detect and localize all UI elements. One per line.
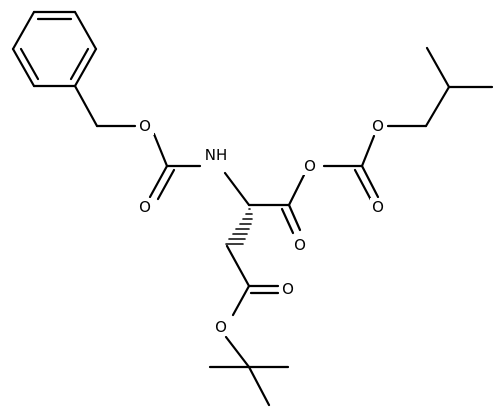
ring-bond	[11, 10, 36, 51]
svg-text:O: O	[294, 236, 306, 254]
bond	[360, 134, 376, 168]
bond	[425, 46, 451, 89]
bond	[287, 173, 306, 207]
atom-o-anhydride-bridge: O	[302, 157, 319, 175]
svg-text:O: O	[372, 117, 384, 135]
atom-o-acyl-carbonyl: O	[292, 236, 309, 254]
bond	[152, 132, 169, 168]
bond	[360, 164, 380, 199]
bond	[224, 335, 251, 369]
svg-text:O: O	[304, 157, 316, 175]
atom-o-carbonate-carbonyl: O	[370, 198, 387, 216]
bond	[148, 164, 169, 199]
ring-bond	[73, 47, 98, 88]
svg-text:O: O	[139, 117, 151, 135]
svg-text:O: O	[282, 280, 294, 298]
bond	[225, 244, 251, 288]
bond	[287, 203, 302, 232]
svg-text:O: O	[215, 318, 227, 336]
atom-o-benzyl-ester: O	[137, 117, 154, 135]
atom-o-isobutyl-ester: O	[370, 117, 387, 135]
atom-o-tbu-ester-carbonyl: O	[280, 280, 297, 298]
svg-text:O: O	[139, 198, 151, 216]
hashed-wedge-bond	[225, 208, 253, 245]
atom-layer: O O NH O O O O O	[137, 117, 387, 336]
bond	[223, 171, 251, 207]
atom-o-carbamate-carbonyl: O	[137, 198, 154, 216]
bond	[231, 284, 251, 317]
ring-inner-bond	[19, 47, 40, 81]
ring-bond	[11, 47, 36, 88]
ring-bond	[73, 10, 98, 51]
ring-inner-bond	[69, 47, 90, 81]
bond-layer	[11, 10, 494, 407]
bond	[353, 168, 373, 202]
bond	[280, 207, 295, 235]
bond	[73, 84, 99, 128]
atom-n-amide: NH	[201, 146, 232, 164]
svg-text:O: O	[372, 198, 384, 216]
bond	[247, 365, 271, 407]
atom-o-tbu-ester: O	[213, 318, 230, 336]
bond	[424, 85, 451, 128]
bond	[156, 168, 176, 201]
svg-text:NH: NH	[205, 146, 228, 164]
